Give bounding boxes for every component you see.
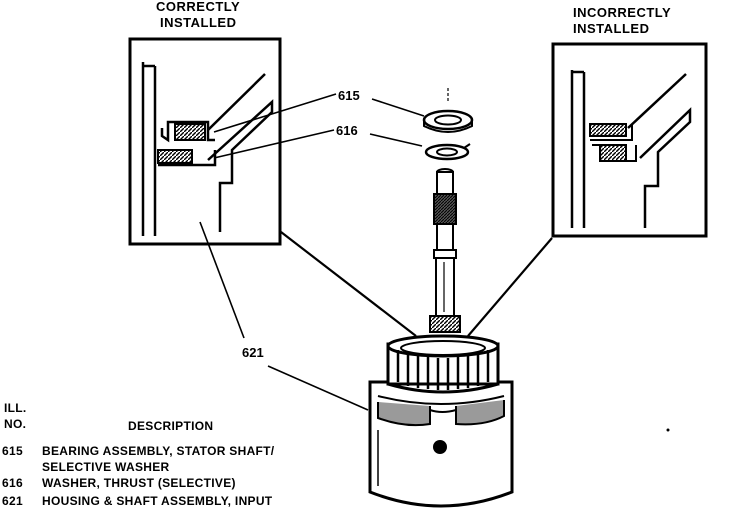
inset-connector-lines: [280, 231, 553, 337]
legend-header-description: DESCRIPTION: [128, 419, 214, 433]
legend-row-text: HOUSING & SHAFT ASSEMBLY, INPUT: [42, 494, 273, 508]
correct-title-line1: CORRECTLY: [156, 0, 241, 14]
incorrect-installed-inset: [551, 42, 708, 238]
correct-installed-inset: [128, 37, 282, 246]
incorrect-title-line1: INCORRECTLY: [573, 5, 672, 20]
callout-615: 615: [338, 88, 360, 103]
input-housing-621: [368, 334, 514, 508]
legend-header-ill: ILL.: [4, 401, 27, 415]
callout-621: 621: [242, 345, 264, 360]
bearing-615: [422, 88, 474, 133]
callout-616: 616: [336, 123, 358, 138]
legend-row-no: 615: [2, 444, 23, 458]
legend-row-text: BEARING ASSEMBLY, STATOR SHAFT/: [42, 444, 275, 458]
legend-row-no: 621: [2, 494, 23, 508]
callout-leaders: [199, 93, 425, 411]
correct-title-line2: INSTALLED: [160, 15, 237, 30]
input-shaft: [429, 168, 461, 333]
speck: [666, 428, 670, 432]
legend-header-no: NO.: [4, 417, 27, 431]
legend-row-no: 616: [2, 476, 23, 490]
washer-616: [424, 143, 471, 161]
legend-row-text2: SELECTIVE WASHER: [42, 460, 170, 474]
legend-row-text: WASHER, THRUST (SELECTIVE): [42, 476, 236, 490]
incorrect-title-line2: INSTALLED: [573, 21, 650, 36]
